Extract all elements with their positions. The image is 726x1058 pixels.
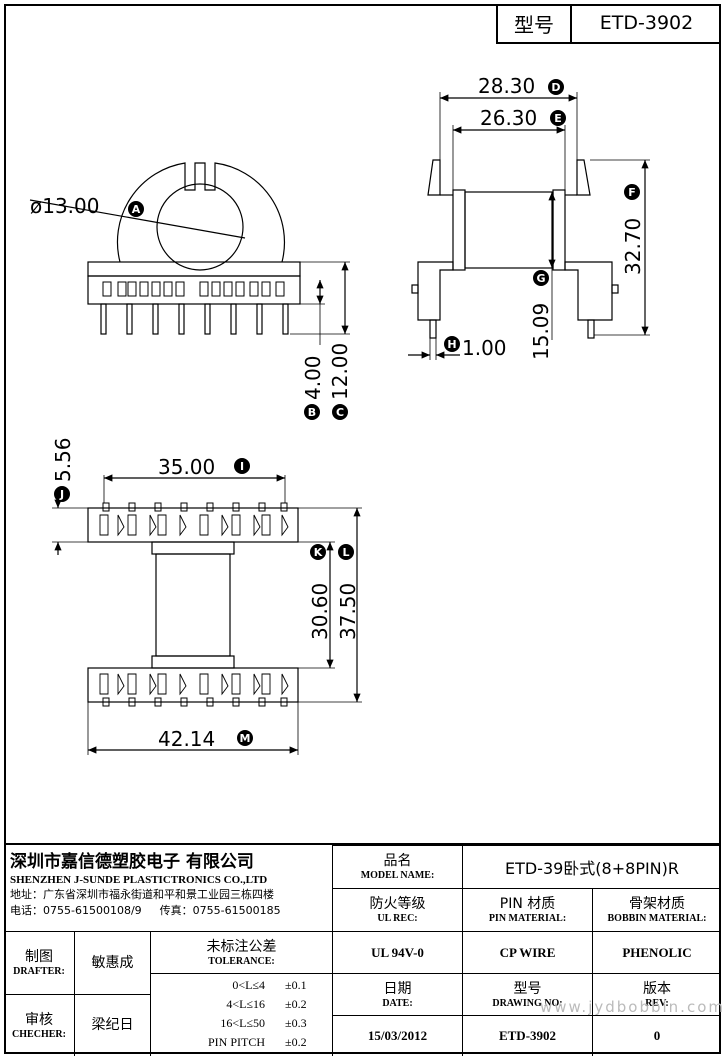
- bobbin-material-value: PHENOLIC: [592, 931, 721, 973]
- svg-text:C: C: [336, 406, 344, 419]
- mark-a: A: [128, 201, 144, 217]
- type-header-box: 型号 ETD-3902: [496, 4, 721, 44]
- svg-text:B: B: [308, 406, 316, 419]
- company-info: 深圳市嘉信德塑胶电子 有限公司 SHENZHEN J-SUNDE PLASTIC…: [4, 845, 332, 931]
- company-address: 地址：广东省深圳市福永街道和平和景工业园三栋四楼: [10, 888, 274, 901]
- dim-inner-len: 30.60: [308, 583, 332, 640]
- model-name-value: ETD-39卧式(8+8PIN)R: [462, 845, 721, 888]
- mark-c: C: [332, 404, 348, 420]
- drawing-no-value: ETD-3902: [462, 1015, 592, 1056]
- dim-top-width-1: 28.30: [478, 74, 535, 98]
- svg-text:J: J: [59, 488, 64, 501]
- svg-text:E: E: [554, 112, 562, 125]
- drawing-canvas: 28.30 26.30 ø13.00 32.70 15.09 1.00 4.00…: [29, 74, 650, 755]
- svg-text:F: F: [628, 186, 636, 199]
- mark-f: F: [624, 184, 640, 200]
- tolerance-table: 0<L≤4±0.1 4<L≤16±0.2 16<L≤50±0.3 PIN PIT…: [150, 973, 332, 1056]
- type-value: ETD-3902: [599, 12, 694, 34]
- mark-i: I: [234, 458, 250, 474]
- dim-pin-w: 1.00: [462, 336, 507, 360]
- type-label: 型号: [498, 4, 572, 42]
- svg-text:I: I: [240, 460, 244, 473]
- dim-top-width-2: 26.30: [480, 106, 537, 130]
- dim-outer-len: 37.50: [336, 583, 360, 640]
- side-view: [408, 92, 650, 360]
- dim-core-dia: ø13.00: [30, 194, 100, 218]
- mark-g: G: [533, 270, 549, 286]
- svg-text:H: H: [447, 338, 456, 351]
- mark-j: J: [54, 486, 70, 502]
- svg-text:K: K: [314, 546, 323, 559]
- company-fax: 传真：0755-61500185: [159, 904, 281, 917]
- front-view: [29, 162, 350, 345]
- svg-text:G: G: [536, 272, 545, 285]
- bottom-view: [52, 474, 362, 755]
- company-name-en: SHENZHEN J-SUNDE PLASTICTRONICS CO.,LTD: [10, 874, 268, 886]
- dim-pin-row: 35.00: [158, 455, 215, 479]
- ul-rec-value: UL 94V-0: [332, 931, 462, 973]
- dim-total-h: 12.00: [328, 343, 352, 400]
- mark-h: H: [444, 336, 460, 352]
- mark-b: B: [304, 404, 320, 420]
- date-value: 15/03/2012: [332, 1015, 462, 1056]
- watermark: www.jydbobbin.com: [540, 998, 725, 1016]
- mark-e: E: [550, 110, 566, 126]
- mark-d: D: [548, 79, 564, 95]
- company-name-cn: 深圳市嘉信德塑胶电子 有限公司: [10, 852, 254, 872]
- drawing-frame: [4, 4, 721, 1054]
- title-block: 深圳市嘉信德塑胶电子 有限公司 SHENZHEN J-SUNDE PLASTIC…: [4, 843, 721, 1056]
- mark-l: L: [338, 544, 354, 560]
- drafter-name: 敏惠成: [74, 931, 150, 994]
- dim-pin-off: 5.56: [51, 437, 75, 482]
- pin-material-value: CP WIRE: [462, 931, 592, 973]
- svg-text:L: L: [342, 546, 349, 559]
- svg-text:A: A: [132, 203, 141, 216]
- dim-inner-h: 15.09: [529, 303, 553, 360]
- mark-m: M: [237, 730, 253, 746]
- mark-k: K: [310, 544, 326, 560]
- dim-pin-len: 4.00: [301, 355, 325, 400]
- svg-text:M: M: [240, 732, 251, 745]
- checker-name: 梁纪日: [74, 994, 150, 1056]
- dim-height-right: 32.70: [621, 218, 645, 275]
- svg-text:D: D: [551, 81, 560, 94]
- company-phone: 电话：0755-61500108/9: [10, 904, 142, 917]
- dim-base-w: 42.14: [158, 727, 215, 751]
- rev-value: 0: [592, 1015, 721, 1056]
